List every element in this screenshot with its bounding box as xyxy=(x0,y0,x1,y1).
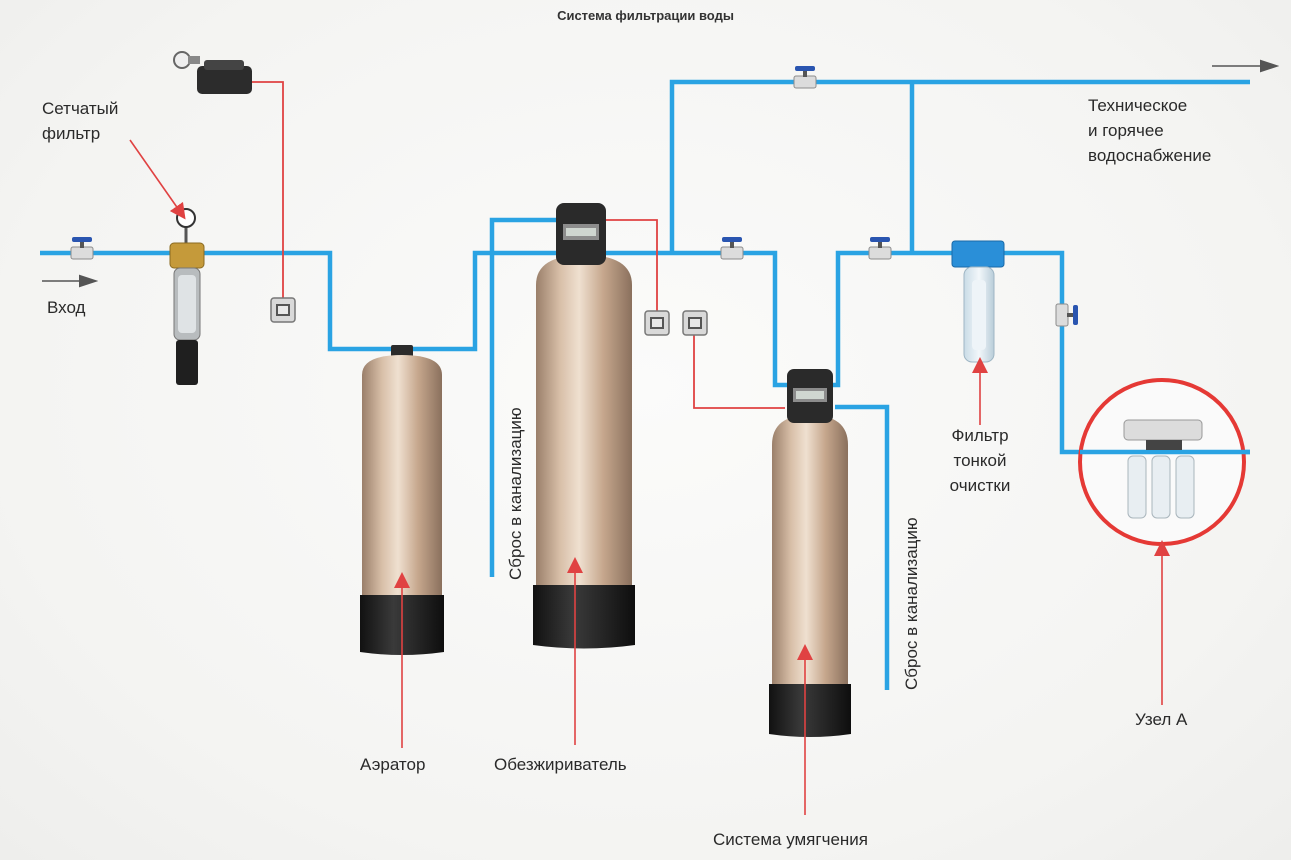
sensor-box-icon[interactable] xyxy=(682,310,708,336)
drain-pipe-2 xyxy=(835,404,890,690)
softening-label: Система умягчения xyxy=(713,830,868,849)
ball-valve-icon[interactable] xyxy=(720,237,744,260)
control-head-icon[interactable] xyxy=(556,203,606,265)
actuator-valve-icon[interactable] xyxy=(173,51,252,94)
wire-top-valve xyxy=(250,81,284,300)
technical-supply-label: Техническое и горячее водоснабжение xyxy=(1088,96,1212,165)
ball-valve-icon[interactable] xyxy=(868,237,892,260)
drain-label-2: Сброс в канализацию xyxy=(902,517,921,690)
arrow-mesh-filter xyxy=(129,139,186,220)
bypass-pipe xyxy=(669,79,1250,253)
deironizer-tank[interactable] xyxy=(533,203,635,649)
wire-deironizer xyxy=(605,219,658,318)
deironizer-label: Обезжириватель xyxy=(494,755,627,774)
signal-wires xyxy=(250,81,785,409)
node-a[interactable] xyxy=(1078,378,1250,546)
ball-valve-icon[interactable] xyxy=(70,237,94,260)
softener-tank[interactable] xyxy=(769,369,851,737)
diagram-title: Система фильтрации воды xyxy=(557,8,734,23)
fine-filter-label: Фильтр тонкой очистки xyxy=(949,426,1011,495)
control-head-icon[interactable] xyxy=(787,369,833,423)
ball-valve-icon[interactable] xyxy=(1055,303,1078,327)
pointer-arrows xyxy=(129,139,1170,815)
drain-pipe-1 xyxy=(489,217,560,577)
sensor-box-icon[interactable] xyxy=(270,297,296,323)
mesh-filter-label: Сетчатый фильтр xyxy=(42,99,119,143)
fine-filter[interactable] xyxy=(951,240,1005,363)
inlet-pipe xyxy=(40,250,1250,455)
aerator-label: Аэратор xyxy=(360,755,426,774)
ro-unit-icon xyxy=(1123,419,1203,519)
node-a-label: Узел А xyxy=(1135,710,1188,729)
sensor-box-icon[interactable] xyxy=(644,310,670,336)
mesh-filter[interactable] xyxy=(169,208,205,385)
wire-softener xyxy=(693,330,785,409)
water-pipes xyxy=(40,79,1250,690)
ball-valve-icon[interactable] xyxy=(793,66,817,89)
drain-label-1: Сброс в канализацию xyxy=(506,407,525,580)
inlet-label: Вход xyxy=(47,298,86,317)
